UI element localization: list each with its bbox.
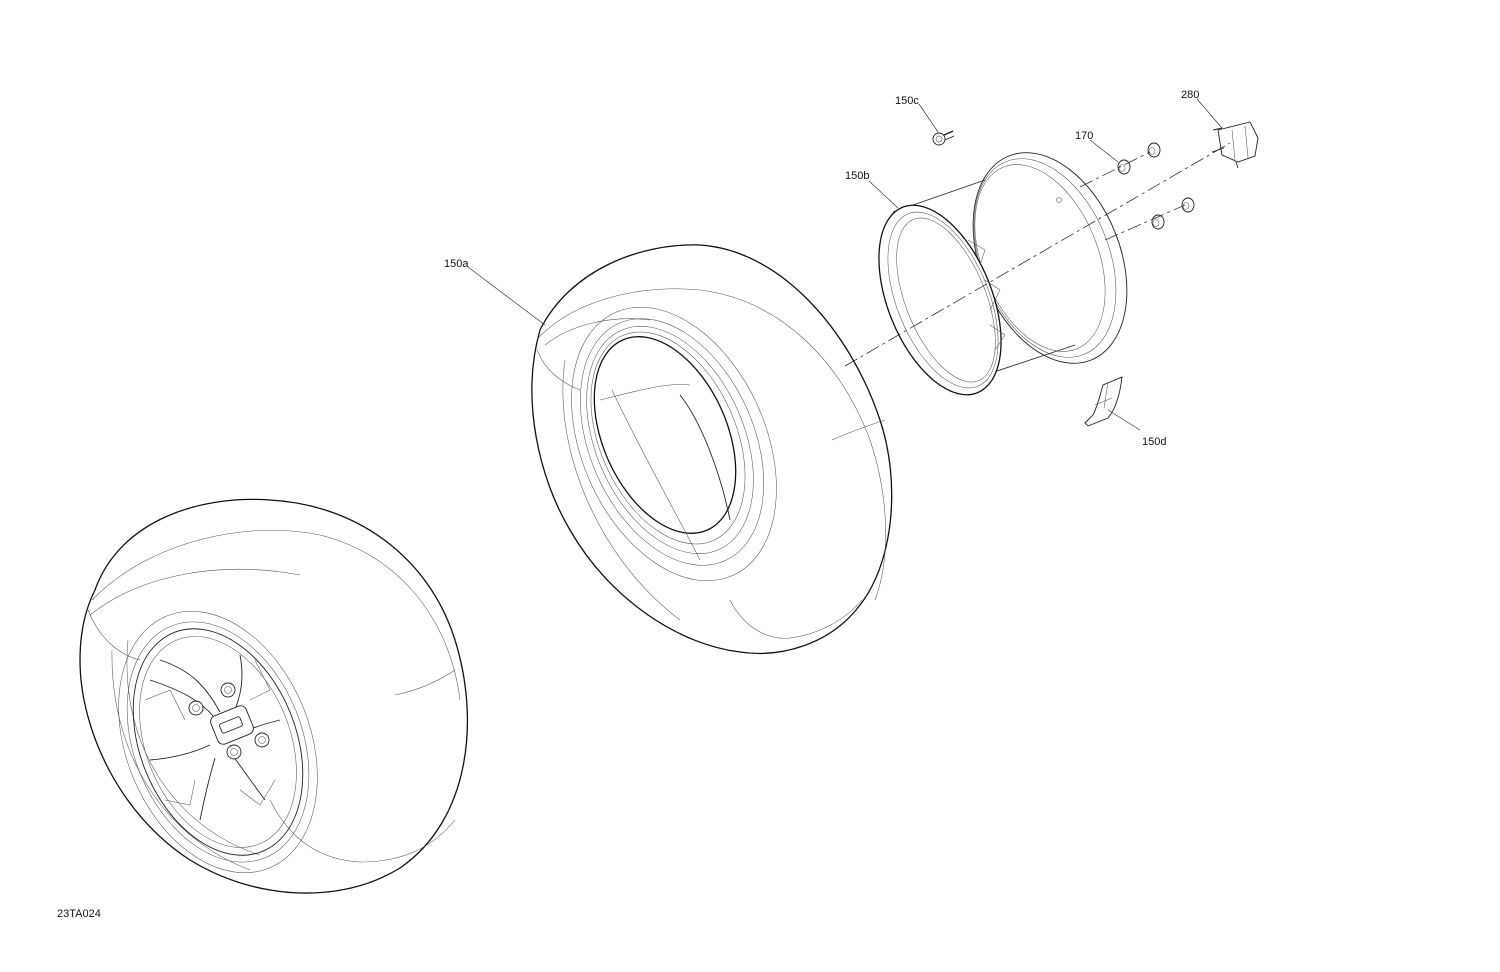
callout-280[interactable]: 280 [1181, 89, 1200, 101]
valve-stem-150c[interactable] [932, 130, 955, 146]
callout-150c[interactable]: 150c [895, 95, 919, 107]
figure-id: 23TA024 [57, 908, 101, 920]
rim-150b[interactable] [854, 130, 1156, 412]
tire-150a[interactable] [531, 244, 893, 655]
callout-170[interactable]: 170 [1075, 130, 1094, 142]
hub-cap-280[interactable] [1211, 121, 1259, 169]
leader-lines [467, 98, 1223, 431]
assembled-wheel [79, 498, 468, 894]
callout-150a[interactable]: 150a [444, 258, 469, 270]
balance-weight-150d[interactable] [1084, 376, 1123, 427]
assembly-axes [844, 142, 1231, 367]
callout-150b[interactable]: 150b [845, 170, 870, 182]
callout-150d[interactable]: 150d [1142, 436, 1167, 448]
lug-nuts [188, 682, 270, 760]
